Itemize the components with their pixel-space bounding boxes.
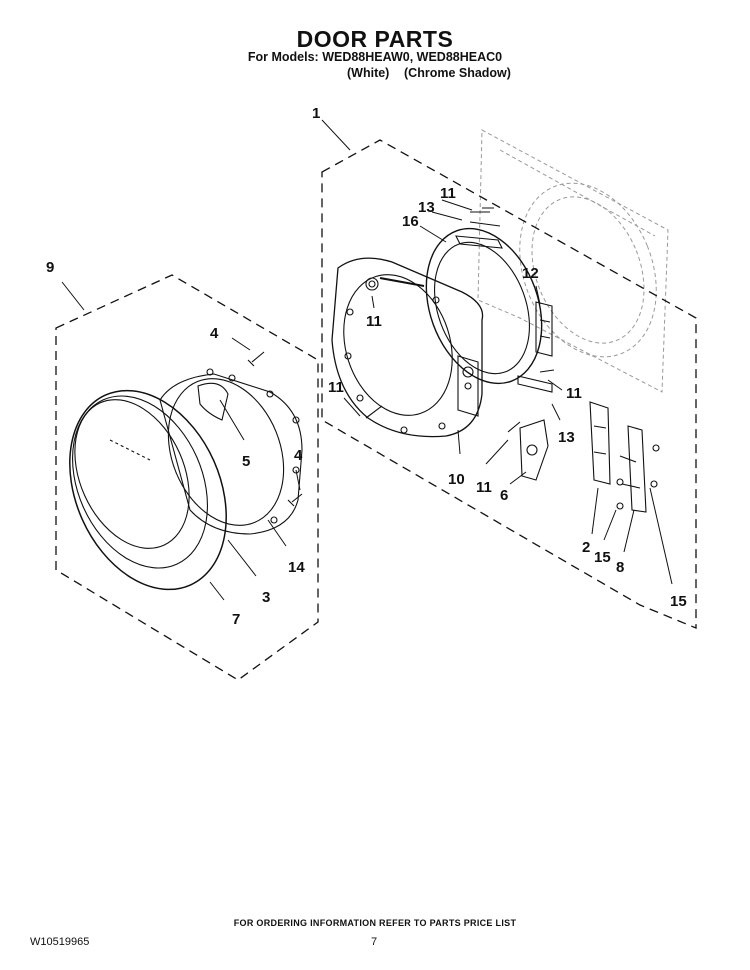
callout-3: 3 [262,589,270,606]
callout-11-top: 11 [440,185,456,202]
callout-11-right: 11 [566,385,582,402]
callout-4-top: 4 [210,325,219,342]
callout-9: 9 [46,259,54,276]
callout-11-left: 11 [366,313,382,330]
latch-plate [519,419,549,481]
callout-4-right: 4 [294,447,303,464]
latch-hole [526,444,538,456]
washer-cabinet-ghost [477,129,669,393]
callout-14: 14 [288,559,305,576]
callout-7: 7 [232,611,240,628]
callout-6: 6 [500,487,508,504]
exploded-parts-diagram: 1 9 4 5 4 14 3 7 11 13 16 12 11 11 11 13… [46,105,697,681]
callout-10: 10 [448,471,465,488]
callout-11-mid: 11 [476,479,492,496]
callout-15-right: 15 [670,593,687,610]
callout-16: 16 [402,213,419,230]
hinge-bracket-8 [616,425,660,513]
callout-5: 5 [242,453,250,470]
callout-8: 8 [616,559,624,576]
kit-box-1 [321,139,697,629]
document-number: W10519965 [30,936,90,948]
callout-13-bottom: 13 [558,429,575,446]
page-number: 7 [371,936,378,948]
door-hinge [517,301,553,393]
callout-11-bottom: 11 [328,379,344,396]
outer-door-ring [69,389,227,591]
finish-chrome-shadow: (Chrome Shadow) [404,66,511,80]
leader-lines [61,119,673,601]
hinge-bracket-2 [589,401,611,485]
kit-box-9 [55,274,319,681]
callout-12: 12 [522,265,539,282]
callout-15-left: 15 [594,549,611,566]
models-line: For Models: WED88HEAW0, WED88HEAC0 [247,50,503,64]
door-liner [159,368,303,535]
page-title: DOOR PARTS [296,26,454,52]
callout-2: 2 [582,539,590,556]
door-glass-inner [425,221,543,385]
callout-1: 1 [312,105,320,122]
callout-13-top: 13 [418,199,435,216]
screws [247,207,555,507]
finish-white: (White) [347,66,390,80]
ordering-note: FOR ORDERING INFORMATION REFER TO PARTS … [233,918,517,928]
inner-door-panel [331,257,484,438]
